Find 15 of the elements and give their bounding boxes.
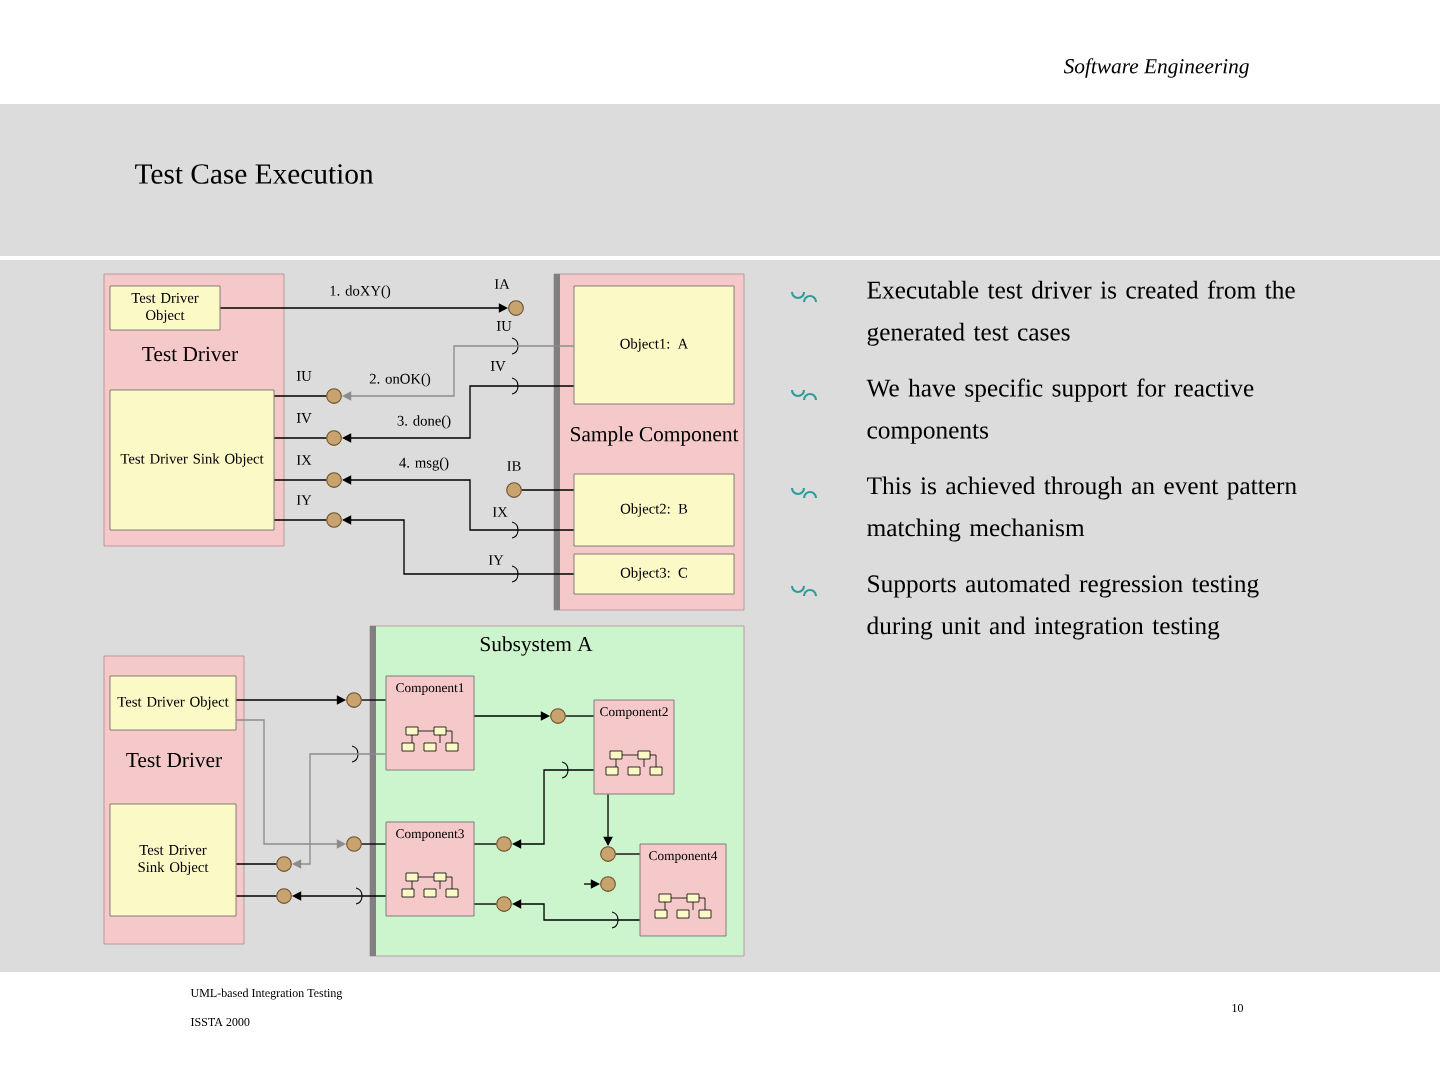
interface-circle: [276, 888, 292, 904]
interface-circle: [276, 856, 292, 872]
interface-circle: [346, 692, 362, 708]
bullet-text: Executable test driver is created from the generated test cases: [867, 280, 1295, 346]
bullet-text: This is achieved through an event pattern matching mechanism: [867, 476, 1297, 542]
bullet-text: Supports automated regression testing during unit and integration testing: [867, 574, 1259, 640]
interface-circle: [600, 876, 616, 892]
interface-circle: [600, 846, 616, 862]
header-text: Software Engineering: [1063, 58, 1249, 78]
interface-circle: [346, 836, 362, 852]
bullet-text: We have specific support for reactive components: [866, 378, 1254, 444]
interface-circle: [550, 708, 566, 724]
interface-circle: [496, 896, 512, 912]
interface-circle: [496, 836, 512, 852]
slide-title: Test Case Execution: [135, 164, 374, 184]
